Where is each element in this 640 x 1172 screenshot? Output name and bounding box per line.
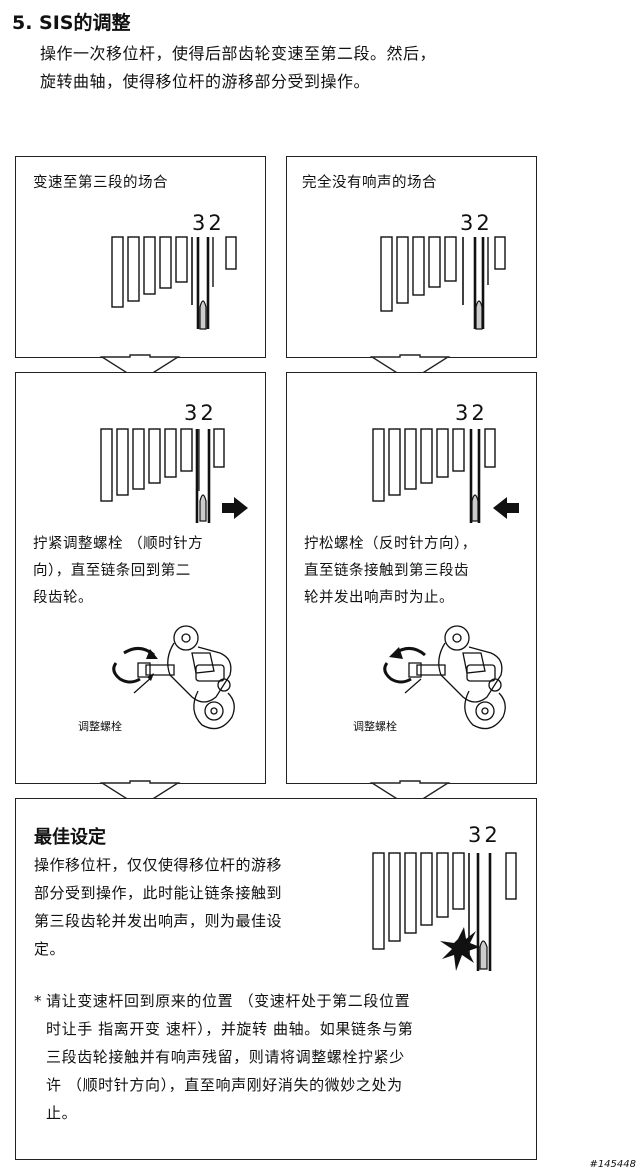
- gear-label-32: 32: [455, 401, 488, 425]
- step-instruction-tighten: 拧紧调整螺栓 （顺时针方 向），直至链条回到第二 段齿轮。: [33, 531, 203, 612]
- gear-label-32: 32: [184, 401, 217, 425]
- step-line: 拧紧调整螺栓 （顺时针方: [33, 536, 204, 552]
- note-line: 止。: [46, 1104, 78, 1122]
- best-line: 操作移位杆，仅仅使得移位杆的游移: [34, 856, 283, 874]
- step-instruction-loosen: 拧松螺栓（反时针方向）， 直至链条接触到第三段齿 轮并发出响声时为止。: [304, 531, 477, 612]
- best-setting-text: 操作移位杆，仅仅使得移位杆的游移 部分受到操作，此时能让链条接触到 第三段齿轮并…: [34, 851, 282, 963]
- sprocket-diagram: [111, 236, 237, 330]
- arrow-left-icon: [493, 497, 519, 519]
- spark-icon: [440, 927, 480, 971]
- intro-line-1: 操作一次移位杆，使得后部齿轮变速至第二段。然后，: [40, 44, 437, 63]
- sprocket-diagram: [100, 428, 225, 523]
- best-setting-box: 最佳设定 操作移位杆，仅仅使得移位杆的游移 部分受到操作，此时能让链条接触到 第…: [15, 798, 537, 1160]
- best-line: 第三段齿轮并发出响声，则为最佳设: [34, 912, 283, 930]
- step-line: 向），直至链条回到第二: [33, 563, 191, 579]
- arrow-right-icon: [222, 497, 248, 519]
- case-box-third-gear: 变速至第三段的场合 32: [15, 156, 266, 358]
- note-mark: *: [34, 992, 43, 1010]
- intro-line-2: 旋转曲轴，使得移位杆的游移部分受到操作。: [40, 72, 371, 91]
- note-line: 许 （顺时针方向），直至响声刚好消失的微妙之处为: [46, 1076, 403, 1094]
- case-title-no-sound: 完全没有响声的场合: [302, 175, 437, 191]
- gear-label-32: 32: [460, 211, 493, 235]
- case-box-no-sound: 完全没有响声的场合 32: [286, 156, 537, 358]
- step-line: 直至链条接触到第三段齿: [304, 563, 469, 579]
- best-line: 定。: [34, 940, 66, 958]
- best-setting-title: 最佳设定: [34, 827, 106, 848]
- bolt-label: 调整螺栓: [353, 720, 397, 733]
- sprocket-diagram: [372, 852, 517, 971]
- note-line: 时让手 指离开变 速杆），并旋转 曲轴。如果链条与第: [46, 1020, 414, 1038]
- step-box-tighten: 32 拧紧调整螺栓 （顺时针方 向），直至链条回到第二 段齿轮。: [15, 372, 266, 784]
- step-line: 轮并发出响声时为止。: [304, 590, 454, 606]
- gear-label-32: 32: [468, 823, 501, 847]
- section-heading: 5. SIS的调整: [12, 12, 131, 34]
- note-text: 请让变速杆回到原来的位置 （变速杆处于第二段位置 时让手 指离开变 速杆），并旋…: [46, 987, 413, 1127]
- intro-text: 操作一次移位杆，使得后部齿轮变速至第二段。然后， 旋转曲轴，使得移位杆的游移部分…: [40, 40, 436, 96]
- sprocket-diagram: [380, 236, 506, 330]
- case-title-third-gear: 变速至第三段的场合: [33, 175, 168, 191]
- sprocket-diagram: [372, 428, 496, 523]
- step-line: 段齿轮。: [33, 590, 93, 606]
- bolt-label: 调整螺栓: [78, 720, 122, 733]
- derailleur-icon: [112, 625, 235, 730]
- derailleur-icon: [383, 625, 506, 730]
- document-id: #145448: [589, 1159, 636, 1170]
- best-line: 部分受到操作，此时能让链条接触到: [34, 884, 283, 902]
- gear-label-32: 32: [192, 211, 225, 235]
- step-line: 拧松螺栓（反时针方向），: [304, 536, 477, 552]
- note-line: 三段齿轮接触并有响声残留，则请将调整螺栓拧紧少: [46, 1048, 405, 1066]
- note-line: 请让变速杆回到原来的位置 （变速杆处于第二段位置: [46, 992, 411, 1010]
- step-box-loosen: 32 拧松螺栓（反时针方向）， 直至链条接触到第三段齿 轮并发出响声时为止。: [286, 372, 537, 784]
